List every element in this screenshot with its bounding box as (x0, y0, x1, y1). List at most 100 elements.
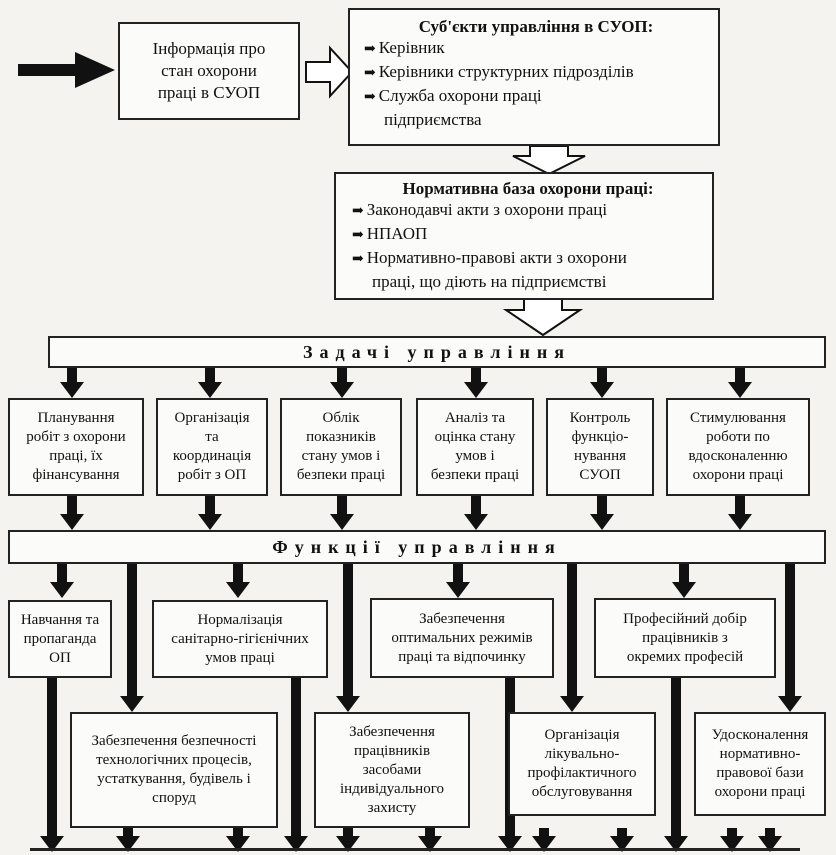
function-line: споруд (152, 790, 196, 806)
task-line: робіт з ОП (177, 467, 247, 483)
normative-item: ➡НПАОП (352, 224, 428, 243)
function-line: Нормалізація (197, 611, 283, 628)
bus-arrow (532, 828, 556, 852)
normative-box: Нормативна база охорони праці: ➡Законода… (334, 172, 714, 300)
task-line: Планування (37, 410, 115, 426)
task-line: фінансування (32, 467, 120, 483)
task-line: вдосконаленню (688, 448, 788, 464)
function-box: Удосконалення нормативно-правової бази охо… (694, 712, 826, 816)
bus-arrow (664, 678, 688, 852)
task-arrow (198, 368, 222, 398)
task-line: роботи по (706, 429, 770, 445)
function-line: оптимальних режимів (391, 629, 533, 646)
task-line: праці, їх (49, 448, 103, 464)
function-arrow (446, 564, 470, 598)
function-box: Забезпечення безпечності технологічних пр… (70, 712, 278, 828)
function-line: працівників (353, 742, 431, 759)
task-arrow (60, 368, 84, 398)
function-line: Забезпечення (349, 723, 435, 740)
function-line: засобами (362, 761, 422, 778)
normative-item: ➡Законодавчі акти з охорони праці (352, 200, 608, 219)
bus-arrow (284, 678, 308, 852)
task-line: безпеки праці (430, 467, 520, 483)
normative-title: Нормативна база охорони праці: (402, 179, 654, 198)
task-line: стану умов і (301, 448, 381, 464)
function-line: профілактичного (527, 765, 637, 781)
normative-item: ➡Нормативно-правові акти з охорони (352, 248, 627, 267)
input-arrow (18, 52, 115, 88)
function-long-arrow (336, 564, 360, 712)
arrow-normative-to-tasks (502, 297, 584, 337)
task-line: СУОП (579, 467, 621, 483)
function-long-arrow (560, 564, 584, 712)
info-line: праці в СУОП (157, 83, 261, 102)
bus-arrow (226, 828, 250, 852)
function-line: праці та відпочинку (398, 648, 526, 665)
function-line: технологічних процесів, (96, 752, 252, 768)
functions-banner: Функції управління (8, 530, 826, 564)
function-line: охорони праці (714, 784, 806, 800)
function-long-arrow (120, 564, 144, 712)
function-line: окремих професій (626, 648, 744, 665)
function-line: Удосконалення (711, 727, 809, 743)
task-line: Аналіз та (444, 410, 506, 426)
function-line: захисту (367, 799, 417, 816)
subjects-item: ➡Керівник (364, 38, 445, 57)
subjects-box: Суб'єкти управління в СУОП: ➡Керівник ➡К… (348, 8, 720, 146)
function-line: Забезпечення (419, 610, 505, 627)
function-banner-arrow (60, 496, 84, 530)
task-line: Організація (174, 410, 250, 426)
function-box: Професійний добір працівників з окремих пр… (594, 598, 776, 678)
task-line: оцінка стану (434, 429, 516, 445)
arrow-bullet-icon: ➡ (364, 90, 376, 105)
subjects-item-cont: підприємства (384, 110, 482, 129)
function-line: правової бази (716, 765, 804, 781)
function-long-arrow (778, 564, 802, 712)
function-line: Професійний добір (623, 610, 747, 627)
function-arrow (50, 564, 74, 598)
function-line: Забезпечення безпечності (91, 733, 257, 749)
function-arrow (226, 564, 250, 598)
normative-item-cont: праці, що діють на підприємстві (372, 272, 607, 291)
info-box: Інформація про стан охорони праці в СУОП (118, 22, 300, 120)
task-line: та (205, 429, 219, 445)
bus-arrow (336, 828, 360, 852)
subjects-item: ➡Служба охорони праці (364, 86, 542, 105)
task-line: умов і (455, 448, 495, 464)
task-line: Облік (322, 410, 360, 426)
bus-arrow (720, 828, 744, 852)
bus-arrow (40, 678, 64, 852)
task-arrow (728, 368, 752, 398)
function-line: Навчання та (20, 611, 100, 628)
task-line: Контроль (569, 410, 631, 426)
arrow-bullet-icon: ➡ (352, 204, 364, 219)
function-line: устаткування, будівель і (97, 771, 251, 787)
function-line: санітарно-гігієнічних (171, 630, 309, 647)
task-arrow (464, 368, 488, 398)
info-line: Інформація про (152, 39, 266, 58)
arrow-subjects-to-normative (512, 145, 586, 176)
function-line: нормативно- (719, 746, 801, 762)
arrow-bullet-icon: ➡ (352, 228, 364, 243)
bottom-bus-line (30, 848, 800, 851)
task-arrow (590, 368, 614, 398)
task-line: Стимулювання (690, 410, 786, 426)
arrow-bullet-icon: ➡ (364, 66, 376, 81)
bus-arrow (610, 828, 634, 852)
function-line: пропаганда (23, 630, 97, 647)
function-banner-arrow (198, 496, 222, 530)
arrow-bullet-icon: ➡ (352, 252, 364, 267)
function-line: працівників з (642, 629, 728, 646)
arrow-bullet-icon: ➡ (364, 42, 376, 57)
task-line: безпеки праці (296, 467, 386, 483)
function-banner-arrow (590, 496, 614, 530)
